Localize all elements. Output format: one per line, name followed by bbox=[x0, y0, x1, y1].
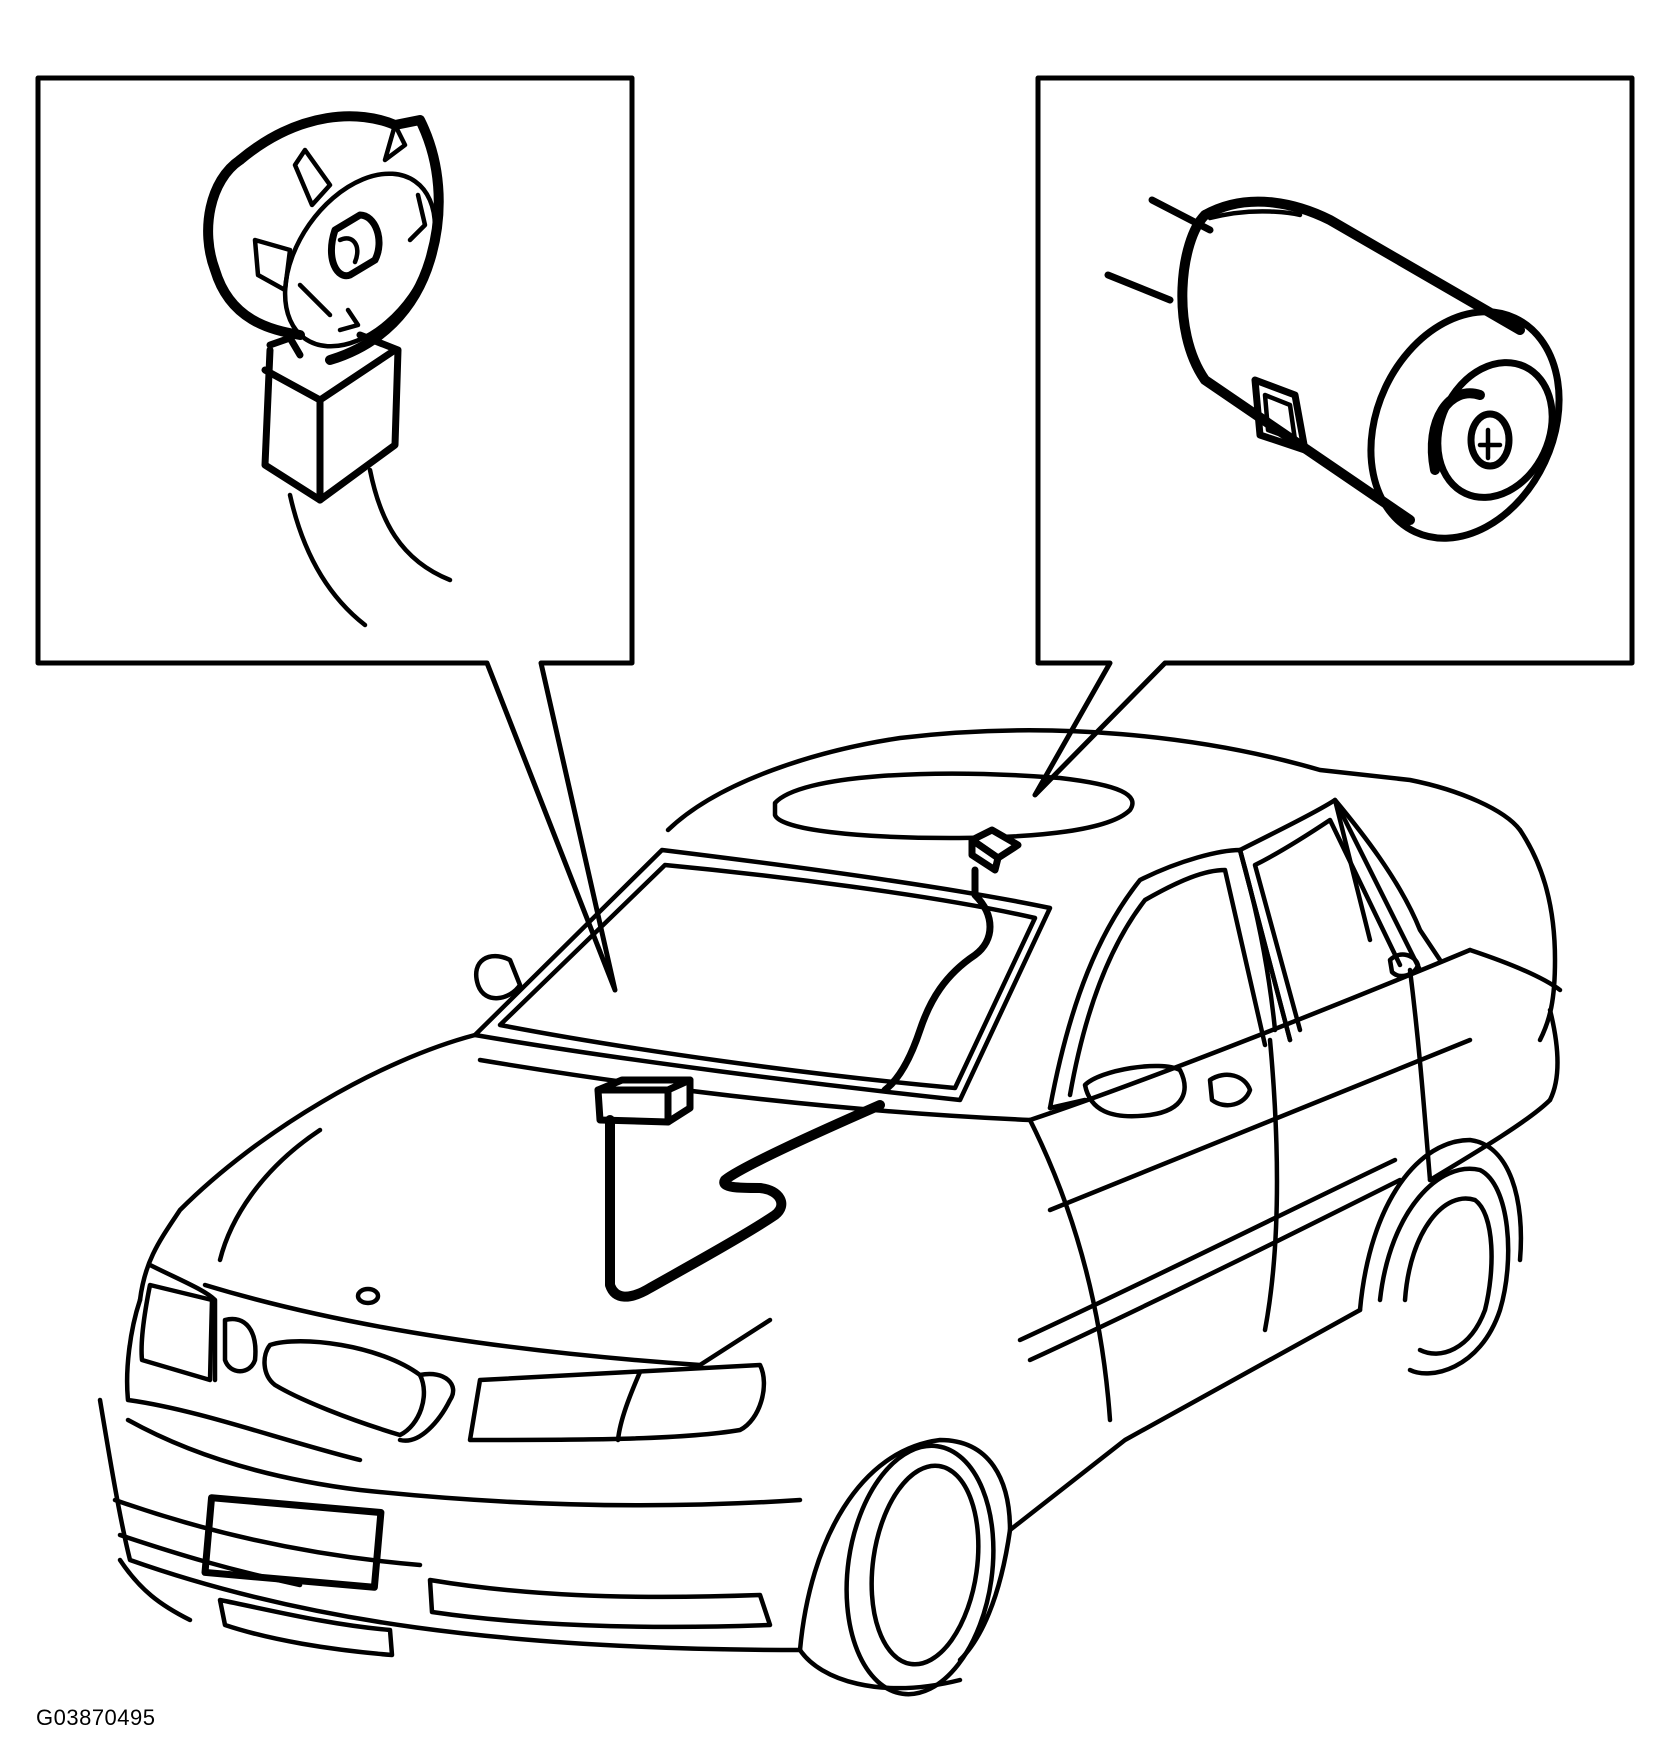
right-callout-frame bbox=[1032, 75, 1635, 798]
figure-id-label: G03870495 bbox=[36, 1705, 156, 1730]
sensor-harness bbox=[605, 1100, 885, 1302]
headlight-left bbox=[139, 1282, 215, 1383]
left-callout-frame bbox=[35, 75, 635, 993]
windshield-sensor-block bbox=[594, 1076, 694, 1126]
cylindrical-sensor-icon bbox=[1104, 196, 1563, 542]
windshield bbox=[472, 847, 1053, 1103]
rain-light-sensor-connector-icon bbox=[203, 111, 453, 628]
right-callout bbox=[1032, 75, 1635, 798]
roof-module-block bbox=[968, 826, 1022, 874]
vehicle-outline bbox=[97, 728, 1563, 1697]
grille bbox=[262, 1339, 427, 1438]
side-mirror bbox=[1082, 1063, 1187, 1119]
front-wheel bbox=[844, 1443, 996, 1697]
license-plate bbox=[201, 1494, 385, 1591]
roof-harness bbox=[881, 866, 994, 1094]
left-callout bbox=[35, 75, 635, 993]
sunroof-outline bbox=[772, 771, 1135, 841]
headlight-right bbox=[467, 1362, 767, 1443]
rear-wheel bbox=[1377, 1166, 1511, 1376]
